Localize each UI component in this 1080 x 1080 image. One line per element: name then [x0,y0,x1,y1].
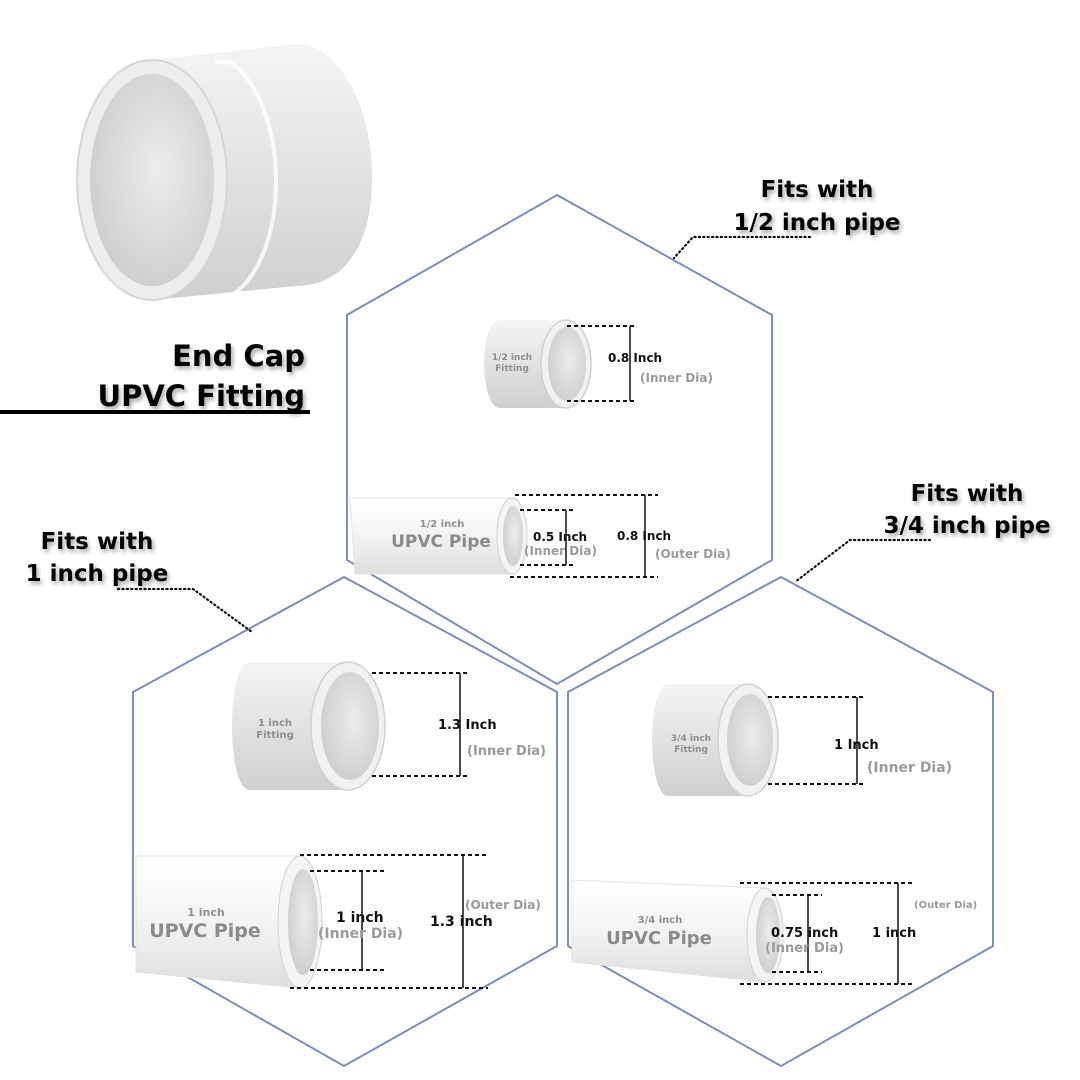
half-inch-heading: Fits with 1/2 inch pipe [733,177,900,236]
one-inch-pipe-image [135,855,323,989]
one-inch-fitting-image [232,661,386,791]
title-line2: UPVC Fitting [98,379,305,413]
hexagon-three-quarter [567,575,994,1068]
half-inch-leader-line [672,235,812,260]
three-quarter-pipe-outer-label: (Outer Dia) [914,900,977,911]
hexagon-half-inch [346,193,773,686]
half-inch-pipe-image [349,497,528,575]
half-inch-fitting-inner-value: 0.8 Inch [608,351,662,365]
one-inch-pipe-outer-value: 1.3 inch [430,914,493,930]
three-quarter-pipe-inner-label: (Inner Dia) [765,941,844,956]
one-inch-heading-line1: Fits with [41,529,154,555]
three-quarter-pipe-label-line2: UPVC Pipe [606,928,712,949]
three-quarter-fitting-inner-label: (Inner Dia) [867,760,952,776]
one-inch-pipe-label-line2: UPVC Pipe [149,920,261,942]
three-quarter-heading-line2: 3/4 inch pipe [883,513,1050,539]
three-quarter-pipe-outer-value: 1 inch [872,926,916,941]
one-inch-heading-line2: 1 inch pipe [26,561,169,587]
one-inch-leader-line [116,587,254,634]
three-quarter-leader-line [793,538,932,584]
end-cap-product-image [76,44,372,301]
half-inch-pipe-inner-label: (Inner Dia) [524,544,597,558]
three-quarter-pipe-image [571,879,784,983]
one-inch-pipe-outer-label: (Outer Dia) [465,898,541,912]
half-inch-pipe-label-line2: UPVC Pipe [391,532,491,552]
three-quarter-fitting-image [652,683,779,797]
half-inch-fitting-label-line2: Fitting [495,364,529,374]
title-line1: End Cap [172,339,305,373]
one-inch-fitting-label-line2: Fitting [256,730,294,741]
half-inch-pipe-inner-value: 0.5 Inch [533,530,587,544]
three-quarter-fitting-label-line2: Fitting [674,745,708,755]
one-inch-pipe-label-line1: 1 inch [187,906,224,919]
one-inch-heading: Fits with 1 inch pipe [26,529,169,587]
half-inch-heading-line2: 1/2 inch pipe [733,210,900,236]
one-inch-pipe-inner-value: 1 inch [336,910,384,926]
half-inch-fitting-inner-label: (Inner Dia) [640,371,713,385]
half-inch-pipe-outer-value: 0.8 Inch [617,529,671,543]
three-quarter-heading-line1: Fits with [911,481,1024,507]
three-quarter-fitting-label-line1: 3/4 inch [671,734,711,744]
one-inch-fitting-inner-value: 1.3 Inch [438,718,497,733]
three-quarter-pipe-label-line1: 3/4 inch [638,915,683,926]
half-inch-heading-line1: Fits with [761,177,874,203]
one-inch-fitting-inner-label: (Inner Dia) [467,744,546,759]
title-underline [0,410,310,414]
three-quarter-heading: Fits with 3/4 inch pipe [883,481,1050,539]
title-block: End Cap UPVC Fitting [98,339,305,413]
half-inch-fitting-label-line1: 1/2 inch [492,353,532,363]
one-inch-pipe-inner-label: (Inner Dia) [318,926,403,942]
one-inch-fitting-label-line1: 1 inch [258,718,292,729]
three-quarter-pipe-inner-value: 0.75 inch [771,926,838,941]
half-inch-pipe-outer-label: (Outer Dia) [655,547,731,561]
half-inch-pipe-label-line1: 1/2 inch [420,519,465,530]
three-quarter-fitting-inner-value: 1 Inch [834,738,879,753]
half-inch-fitting-image [484,319,592,409]
hexagon-one-inch [132,575,558,1068]
